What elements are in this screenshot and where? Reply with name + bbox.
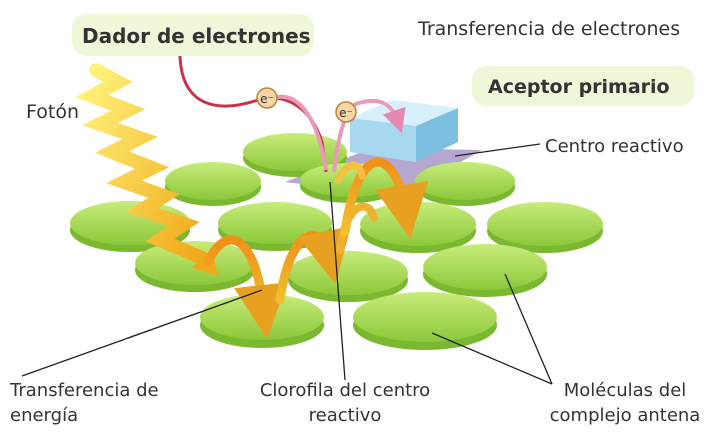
aceptor-label: Aceptor primario bbox=[488, 76, 670, 98]
dador-label-highlight bbox=[72, 14, 314, 56]
electron-1: e⁻ bbox=[256, 87, 278, 109]
electron-path-pink-2 bbox=[332, 98, 406, 173]
foton-label: Fotón bbox=[26, 101, 79, 123]
clorofila-label-line2: reactivo bbox=[309, 405, 382, 426]
dador-label: Dador de electrones bbox=[82, 24, 311, 48]
moleculas-label-line1: Moléculas del bbox=[564, 380, 687, 401]
aceptor-label-highlight bbox=[472, 66, 694, 106]
electron-2: e⁻ bbox=[335, 101, 357, 123]
chlorophyll-disc bbox=[288, 251, 408, 302]
chlorophyll-disc bbox=[165, 162, 261, 206]
electron-path-pink-1 bbox=[271, 94, 328, 171]
chlorophyll-disc bbox=[415, 162, 515, 206]
chlorophyll-disc bbox=[487, 202, 603, 253]
chlorophyll-disc bbox=[423, 244, 547, 297]
photon-zigzag bbox=[75, 63, 209, 265]
transferencia-energia-label-line2: energía bbox=[10, 405, 78, 426]
chlorophyll-disc bbox=[135, 241, 255, 292]
transferencia-electrones-label: Transferencia de electrones bbox=[417, 18, 680, 40]
electron-2-label: e⁻ bbox=[339, 106, 353, 120]
chlorophyll-disc bbox=[353, 292, 497, 350]
energy-transfer-arrows bbox=[203, 157, 429, 339]
electron-1-label: e⁻ bbox=[260, 92, 274, 106]
leader-lines bbox=[21, 143, 553, 385]
transferencia-energia-label-line1: Transferencia de bbox=[9, 380, 159, 401]
centro-reactivo-label: Centro reactivo bbox=[545, 136, 684, 157]
moleculas-label-line2: complejo antena bbox=[550, 405, 701, 426]
chlorophyll-disc bbox=[360, 202, 476, 253]
clorofila-label-line1: Clorofila del centro bbox=[260, 380, 430, 401]
